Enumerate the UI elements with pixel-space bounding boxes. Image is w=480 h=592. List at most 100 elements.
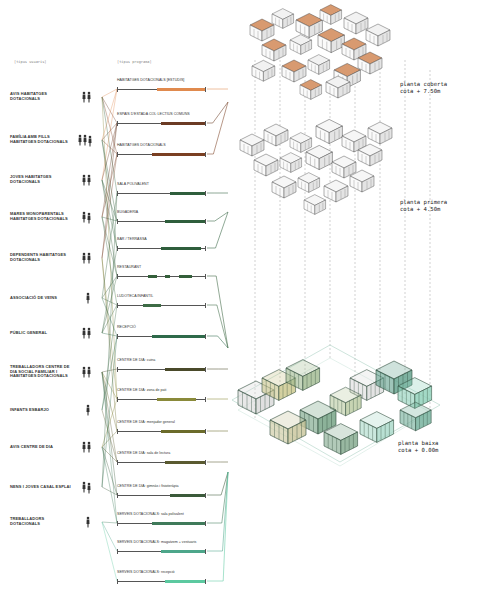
program-bar: RECEPCIÓ: [117, 325, 207, 338]
program-label: BUGADERIA: [117, 210, 207, 214]
user-label: FAMÍLIA AMB FILLS HABITATGES DOTACIONALS: [10, 135, 72, 145]
connector-line: [102, 97, 117, 399]
scale-tick: [205, 152, 206, 157]
program-bar-fill: [143, 304, 161, 307]
user-node: ASSOCIACIÓ DE VEÏNS: [10, 290, 102, 306]
connector-line: [207, 472, 228, 581]
connector-line: [102, 123, 117, 180]
scale-tick: [205, 460, 206, 465]
user-node: MARES MONOPARENTALS HABITATGES DOTACIONA…: [10, 209, 102, 225]
program-bar-fill: [165, 580, 205, 583]
scale-tick: [205, 219, 206, 224]
scale-tick: [117, 274, 118, 279]
user-node: TREBALLADORS CENTRE DE DIA SOCIAL FAMILI…: [10, 364, 102, 380]
user-label: DEPENDENTS HABITATGES DOTACIONALS: [10, 253, 72, 263]
program-bar-fill: [157, 88, 205, 91]
program-label: RESTAURANT: [117, 265, 207, 269]
program-bar: SERVEIS DOTACIONALS: recepció: [117, 570, 207, 583]
scale-tick: [117, 521, 118, 526]
program-bar: CENTRE DE DIA: cuina: [117, 358, 207, 371]
floor-plan: planta coberta cota + 7.50m: [228, 5, 460, 110]
scale-tick: [117, 303, 118, 308]
program-label: RECEPCIÓ: [117, 325, 207, 329]
scale-tick: [117, 121, 118, 126]
program-label: SERVEIS DOTACIONALS: recepció: [117, 570, 207, 574]
connector-line: [207, 462, 228, 463]
program-bar: CENTRE DE DIA: gimnàs i fisioteràpia: [117, 484, 207, 497]
connector-line: [102, 447, 117, 495]
connector-line: [207, 212, 228, 248]
connector-line: [207, 276, 228, 348]
floor-plan: planta primera cota + 4.50m: [228, 115, 460, 220]
connector-line: [102, 258, 117, 399]
scale-tick: [205, 274, 206, 279]
connector-line: [102, 522, 117, 581]
connector-line: [102, 258, 117, 431]
scale-tick: [117, 549, 118, 554]
scale-tick: [117, 367, 118, 372]
scale-tick: [205, 191, 206, 196]
scale-tick: [117, 191, 118, 196]
connector-line: [102, 336, 117, 410]
connector-line: [102, 276, 117, 298]
connector-line: [207, 305, 228, 348]
connector-line: [102, 89, 117, 180]
connector-line: [102, 522, 117, 551]
connector-line: [102, 217, 117, 221]
user-node: NENS I JOVES CASAL ESPLAI: [10, 479, 102, 495]
program-label: CENTRE DE DIA: gimnàs i fisioteràpia: [117, 484, 207, 488]
scale-tick: [117, 152, 118, 157]
connector-line: [207, 102, 228, 154]
program-label: HABITATGES DOTACIONALS: [117, 143, 207, 147]
program-label: CENTRE DE DIA: zona de pati: [117, 388, 207, 392]
program-bar: CENTRE DE DIA: menjador general: [117, 420, 207, 433]
program-bar-fill: [152, 153, 205, 156]
program-bar: BUGADERIA: [117, 210, 207, 223]
program-bar-fill: [170, 494, 205, 497]
user-node: AVIS CENTRE DE DIA: [10, 439, 102, 455]
program-label: SERVEIS DOTACIONALS: sala polivalent: [117, 512, 207, 516]
user-node: JOVES HABITATGES DOTACIONALS: [10, 172, 102, 188]
program-bar-fill: [170, 192, 205, 195]
scale-tick: [117, 334, 118, 339]
program-bar: LUDOTECA INFANTIL: [117, 294, 207, 307]
user-node: INFANTS ESBARJO: [10, 402, 102, 418]
program-label: CENTRE DE DIA: menjador general: [117, 420, 207, 424]
connector-line: [102, 372, 117, 495]
program-bar: BAR / TERRASSA: [117, 237, 207, 250]
scale-tick: [117, 246, 118, 251]
program-bar-fill: [157, 398, 197, 401]
floor-label: planta baixa cota + 0.00m: [398, 440, 454, 453]
program-bar-fill: [179, 275, 192, 278]
program-bar: CENTRE DE DIA: sala de lectura: [117, 451, 207, 464]
connector-line: [102, 333, 117, 336]
projection-lines: [255, 60, 430, 420]
program-label: CENTRE DE DIA: cuina: [117, 358, 207, 362]
program-label: LUDOTECA INFANTIL: [117, 294, 207, 298]
scale-tick: [205, 521, 206, 526]
scale-tick: [117, 579, 118, 584]
program-bar: SERVEIS DOTACIONALS: sala polivalent: [117, 512, 207, 525]
connector-line: [207, 472, 228, 495]
scale-tick: [117, 460, 118, 465]
column-header: [tipus programa]: [117, 60, 152, 64]
connector-line: [102, 193, 117, 298]
connector-line: [102, 193, 117, 487]
user-node: FAMÍLIA AMB FILLS HABITATGES DOTACIONALS: [10, 132, 102, 148]
program-bar: HABITATGES DOTACIONALS: [117, 143, 207, 156]
connector-line: [102, 369, 117, 372]
program-label: SERVEIS DOTACIONALS: magatzem + vestuari…: [117, 540, 207, 544]
user-label: PÚBLIC GENERAL: [10, 331, 72, 336]
user-label: AVIS CENTRE DE DIA: [10, 445, 72, 450]
scale-tick: [117, 429, 118, 434]
scale-tick: [205, 87, 206, 92]
scale-tick: [205, 334, 206, 339]
user-node: TREBALLADORS DOTACIONALS: [10, 514, 102, 530]
scale-tick: [205, 429, 206, 434]
scale-tick: [205, 121, 206, 126]
scale-tick: [205, 303, 206, 308]
program-bar-fill: [161, 430, 205, 433]
scale-axis: [117, 276, 205, 277]
user-label: INFANTS ESBARJO: [10, 408, 72, 413]
